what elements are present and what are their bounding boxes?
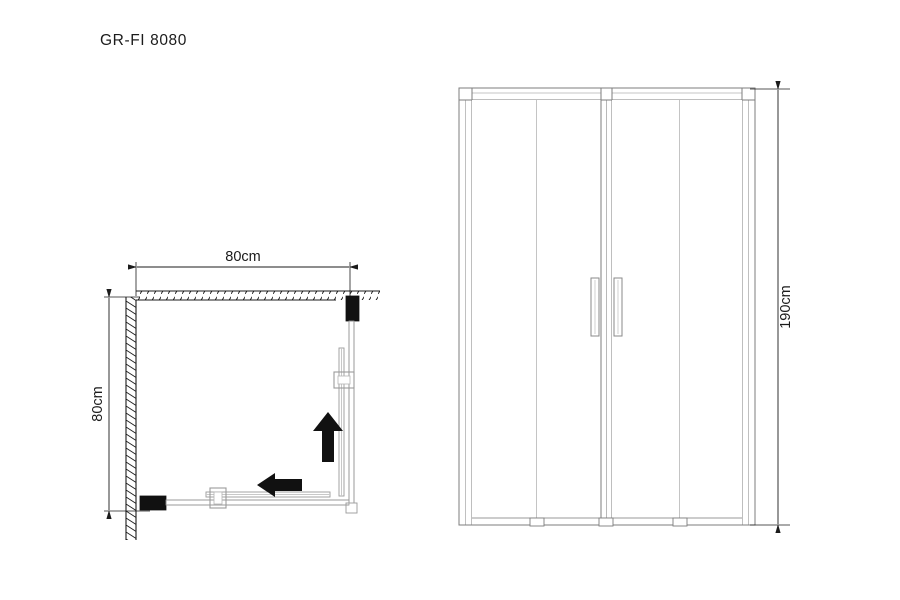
wall-profile-top-right — [345, 295, 360, 322]
plan-left-dimension-label: 80cm — [90, 386, 106, 421]
roller-bracket-center — [598, 517, 614, 527]
plan-top-dimension-label: 80cm — [225, 249, 260, 265]
frame-post-right — [741, 87, 756, 526]
handle-left — [590, 277, 600, 337]
wall-profile-bottom-left — [139, 495, 167, 511]
handle-right — [613, 277, 623, 337]
handle-vertical — [333, 371, 355, 389]
sliding-door-vertical — [338, 347, 345, 497]
roller-bracket-right — [672, 517, 688, 527]
elevation-dimension-right: 190cm — [750, 81, 794, 533]
wall-hatch-left — [125, 297, 137, 540]
glass-panel-horizontal — [165, 499, 350, 506]
elevation-right-dimension-label: 190cm — [778, 285, 794, 329]
fixed-panel-right — [680, 100, 742, 525]
plan-view: 80cm 80cm — [90, 249, 380, 540]
fixed-panel-left — [472, 100, 538, 525]
roller-bracket-left — [529, 517, 545, 527]
glass-panel-vertical — [345, 320, 358, 514]
sliding-door-right — [612, 100, 681, 525]
slide-direction-arrow-left — [257, 473, 302, 497]
elevation-view: 190cm — [458, 81, 794, 533]
drawing-title: GR-FI 8080 — [100, 32, 187, 49]
wall-hatch-top — [136, 290, 380, 301]
center-meeting-rail — [600, 87, 613, 526]
sliding-door-horizontal — [205, 491, 331, 498]
slide-direction-arrow-up — [313, 412, 343, 462]
handle-horizontal — [209, 487, 227, 509]
plan-dimension-left: 80cm — [90, 289, 150, 519]
frame-post-left — [458, 87, 473, 526]
plan-dimension-top: 80cm — [128, 249, 358, 296]
